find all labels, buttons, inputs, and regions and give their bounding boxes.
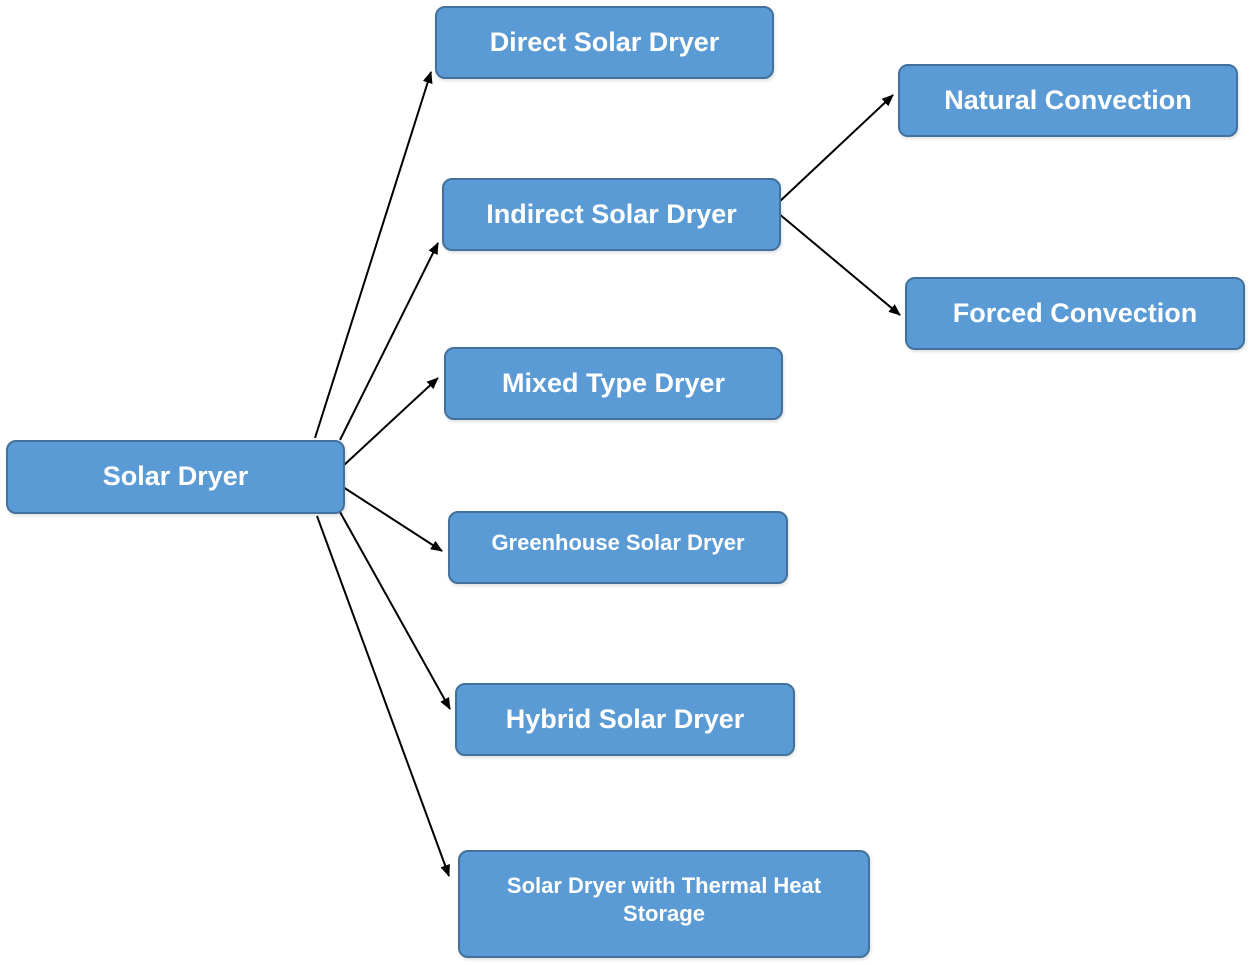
node-label: Hybrid Solar Dryer (505, 703, 745, 734)
node-label: Mixed Type Dryer (501, 367, 726, 398)
node-label: Solar Dryer with Thermal Heat Storage (506, 873, 822, 926)
node-natural-convection: Natural Convection (898, 64, 1238, 137)
node-label: Direct Solar Dryer (489, 26, 720, 57)
node-label: Natural Convection (944, 84, 1192, 115)
node-label: Indirect Solar Dryer (486, 198, 737, 229)
node-greenhouse-solar-dryer: Greenhouse Solar Dryer (448, 511, 788, 584)
arrow-to-natural (777, 94, 894, 204)
node-solar-dryer: Solar Dryer (6, 440, 345, 514)
node-forced-convection: Forced Convection (905, 277, 1245, 350)
node-label: Solar Dryer (102, 461, 249, 492)
node-thermal-heat-storage-dryer: Solar Dryer with Thermal Heat Storage (458, 850, 870, 958)
node-indirect-solar-dryer: Indirect Solar Dryer (442, 178, 781, 251)
arrow-to-direct (314, 71, 433, 439)
arrow-to-thermal (316, 515, 450, 877)
arrow-to-greenhouse (342, 486, 443, 552)
node-hybrid-solar-dryer: Hybrid Solar Dryer (455, 683, 795, 756)
arrow-to-indirect (339, 242, 439, 441)
node-label: Forced Convection (952, 297, 1198, 328)
node-mixed-type-dryer: Mixed Type Dryer (444, 347, 783, 420)
node-label: Greenhouse Solar Dryer (491, 530, 745, 555)
node-direct-solar-dryer: Direct Solar Dryer (435, 6, 774, 79)
arrow-to-hybrid (339, 511, 451, 710)
arrow-to-mixed (342, 377, 439, 467)
arrow-to-forced (777, 212, 901, 316)
